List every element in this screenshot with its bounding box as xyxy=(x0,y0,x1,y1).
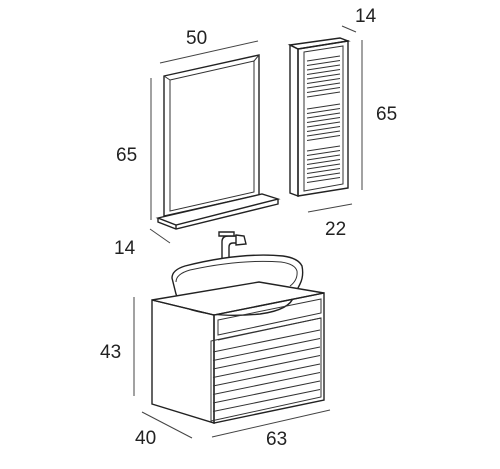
mirror-frame xyxy=(163,54,260,217)
vanity-height-label: 43 xyxy=(100,342,121,363)
cabinet-slat-line xyxy=(306,117,341,123)
mirror-width-dimension: 50 xyxy=(159,28,259,64)
cabinet-slat-line xyxy=(306,126,341,132)
vanity-unit xyxy=(151,281,325,424)
vanity-slat-line xyxy=(212,380,321,404)
cabinet-slat-line xyxy=(306,172,341,179)
cabinet-slat-line xyxy=(306,163,341,170)
cabinet-slat-line xyxy=(306,82,341,89)
vanity-slat-line xyxy=(212,338,321,361)
vanity-slat-line xyxy=(212,363,321,387)
mirror-depth-label: 14 xyxy=(114,238,136,259)
cabinet-slats xyxy=(306,55,341,183)
cabinet-slat-line xyxy=(306,103,341,110)
mirror-height-label: 65 xyxy=(116,145,137,166)
mirror xyxy=(155,54,281,230)
cabinet-slat-line xyxy=(306,108,341,114)
vanity-width-dimension: 63 xyxy=(211,409,331,450)
cabinet-slat-line xyxy=(306,159,341,165)
cabinet-height-dimension: 65 xyxy=(361,40,397,190)
cabinet-slat-line xyxy=(306,130,341,137)
cabinet-depth-dimension: 14 xyxy=(341,6,377,33)
vanity-slat-line xyxy=(212,389,321,412)
cabinet-width-label: 22 xyxy=(325,219,346,240)
cabinet-slat-line xyxy=(306,91,341,98)
cabinet-slat-line xyxy=(306,150,341,156)
vanity-slat-line xyxy=(212,329,321,353)
vanity-width-label: 63 xyxy=(266,429,287,450)
cabinet-width-dimension: 22 xyxy=(307,203,353,240)
cabinet-slat-line xyxy=(306,78,341,84)
cabinet-slat-line xyxy=(306,64,341,71)
tall-cabinet xyxy=(287,37,351,198)
mirror-shelf xyxy=(155,193,281,230)
cabinet-slat-line xyxy=(306,55,341,62)
cabinet-slat-line xyxy=(306,154,341,161)
cabinet-slat-line xyxy=(306,87,341,93)
vanity-depth-label: 40 xyxy=(135,428,156,449)
vanity-height-dimension: 43 xyxy=(100,297,135,396)
cabinet-slat-line xyxy=(306,69,341,75)
vanity-slat-line xyxy=(212,372,321,395)
cabinet-slat-line xyxy=(306,135,341,141)
vanity-drawer-slats xyxy=(212,329,321,412)
cabinet-slat-line xyxy=(306,121,341,128)
mirror-width-label: 50 xyxy=(186,28,207,49)
cabinet-height-label: 65 xyxy=(376,104,397,125)
cabinet-slat-line xyxy=(306,112,341,119)
cabinet-slat-line xyxy=(306,177,341,183)
vanity-slat-line xyxy=(212,346,321,370)
mirror-depth-dimension: 14 xyxy=(114,228,171,259)
vanity-slat-line xyxy=(212,355,321,378)
mirror-height-dimension: 65 xyxy=(116,78,152,220)
vanity-depth-dimension: 40 xyxy=(135,411,193,449)
cabinet-slat-line xyxy=(306,73,341,80)
cabinet-slat-line xyxy=(306,145,341,152)
cabinet-slat-line xyxy=(306,60,341,66)
cabinet-slat-line xyxy=(306,168,341,174)
cabinet-depth-label: 14 xyxy=(355,6,377,27)
